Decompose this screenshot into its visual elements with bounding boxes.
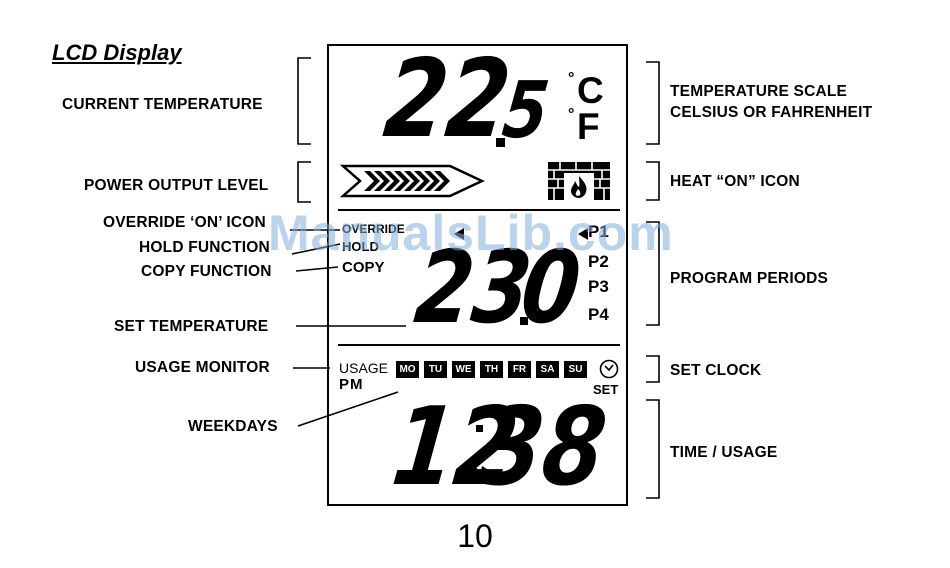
weekday-fr: FR: [508, 361, 531, 378]
label-override-on-icon: OVERRIDE ‘ON’ ICON: [103, 214, 266, 231]
leader-hold: [291, 243, 341, 255]
pm-indicator: PM: [339, 376, 364, 393]
program-period-p3: P3: [588, 277, 609, 296]
current-temperature-digits: 22: [378, 37, 517, 162]
label-heat-on-icon: HEAT “ON” ICON: [670, 173, 800, 190]
label-hold-function: HOLD FUNCTION: [139, 239, 270, 256]
bracket-power-output-level: [297, 161, 311, 203]
current-temperature-decimal-point: [496, 138, 505, 147]
label-program-periods: PROGRAM PERIODS: [670, 270, 829, 287]
weekday-tu: TU: [424, 361, 447, 378]
page-title: LCD Display: [52, 40, 182, 65]
page-number: 10: [457, 518, 493, 554]
time-minutes-digits: 38: [474, 385, 613, 510]
weekday-su: SU: [564, 361, 587, 378]
label-usage-monitor: USAGE MONITOR: [135, 359, 270, 376]
label-power-output-level: POWER OUTPUT LEVEL: [84, 177, 269, 194]
lcd-divider-top: [338, 209, 620, 211]
leader-copy: [295, 266, 339, 272]
weekday-strip: MO TU WE TH FR SA SU: [396, 361, 592, 379]
label-copy-function: COPY FUNCTION: [141, 263, 272, 280]
watermark-text: ManualsLib.com: [268, 205, 674, 261]
set-clock-indicator: SET: [593, 382, 619, 397]
bracket-temperature-scale: [646, 61, 660, 145]
bracket-heat-on-icon: [646, 161, 660, 201]
lcd-frame: [327, 44, 628, 506]
leader-weekdays: [297, 391, 399, 427]
degree-symbol-c: °: [568, 70, 575, 87]
set-temperature-decimal-point: [520, 317, 528, 325]
weekday-th: TH: [480, 361, 503, 378]
usage-indicator: USAGE: [339, 360, 389, 376]
program-period-p4: P4: [588, 305, 609, 324]
time-colon-bottom: [470, 468, 477, 475]
label-current-temperature: CURRENT TEMPERATURE: [62, 96, 263, 113]
bracket-program-periods: [646, 221, 660, 326]
program-period-p1: P1: [588, 222, 609, 241]
bracket-set-clock: [646, 355, 660, 383]
power-output-level-icon: [340, 164, 485, 198]
weekday-sa: SA: [536, 361, 559, 378]
unit-celsius: C: [577, 70, 604, 111]
lcd-divider-bottom: [338, 344, 620, 346]
label-weekdays: WEEKDAYS: [188, 418, 278, 435]
period-pointer-icon: [578, 228, 588, 240]
heat-on-fireplace-icon: [548, 162, 610, 200]
hold-indicator: HOLD: [342, 239, 379, 254]
bracket-time-usage: [646, 399, 660, 499]
weekday-mo: MO: [396, 361, 419, 378]
copy-indicator: COPY: [342, 259, 385, 276]
hold-arrow-icon: [454, 228, 464, 240]
label-set-clock: SET CLOCK: [670, 362, 762, 379]
label-time-usage: TIME / USAGE: [670, 444, 778, 461]
clock-icon: [599, 359, 619, 379]
unit-fahrenheit: F: [577, 106, 600, 147]
label-set-temperature: SET TEMPERATURE: [114, 318, 269, 335]
weekday-we: WE: [452, 361, 475, 378]
bracket-current-temperature: [297, 57, 311, 145]
time-colon-top: [476, 425, 483, 432]
label-celsius-or-fahrenheit: CELSIUS OR FAHRENHEIT: [670, 104, 873, 121]
override-indicator: OVERRIDE: [342, 222, 405, 236]
program-period-p2: P2: [588, 252, 609, 271]
current-temperature-decimal-digit: 5: [498, 66, 554, 156]
degree-symbol-f: °: [568, 106, 575, 123]
label-temperature-scale: TEMPERATURE SCALE: [670, 83, 848, 100]
